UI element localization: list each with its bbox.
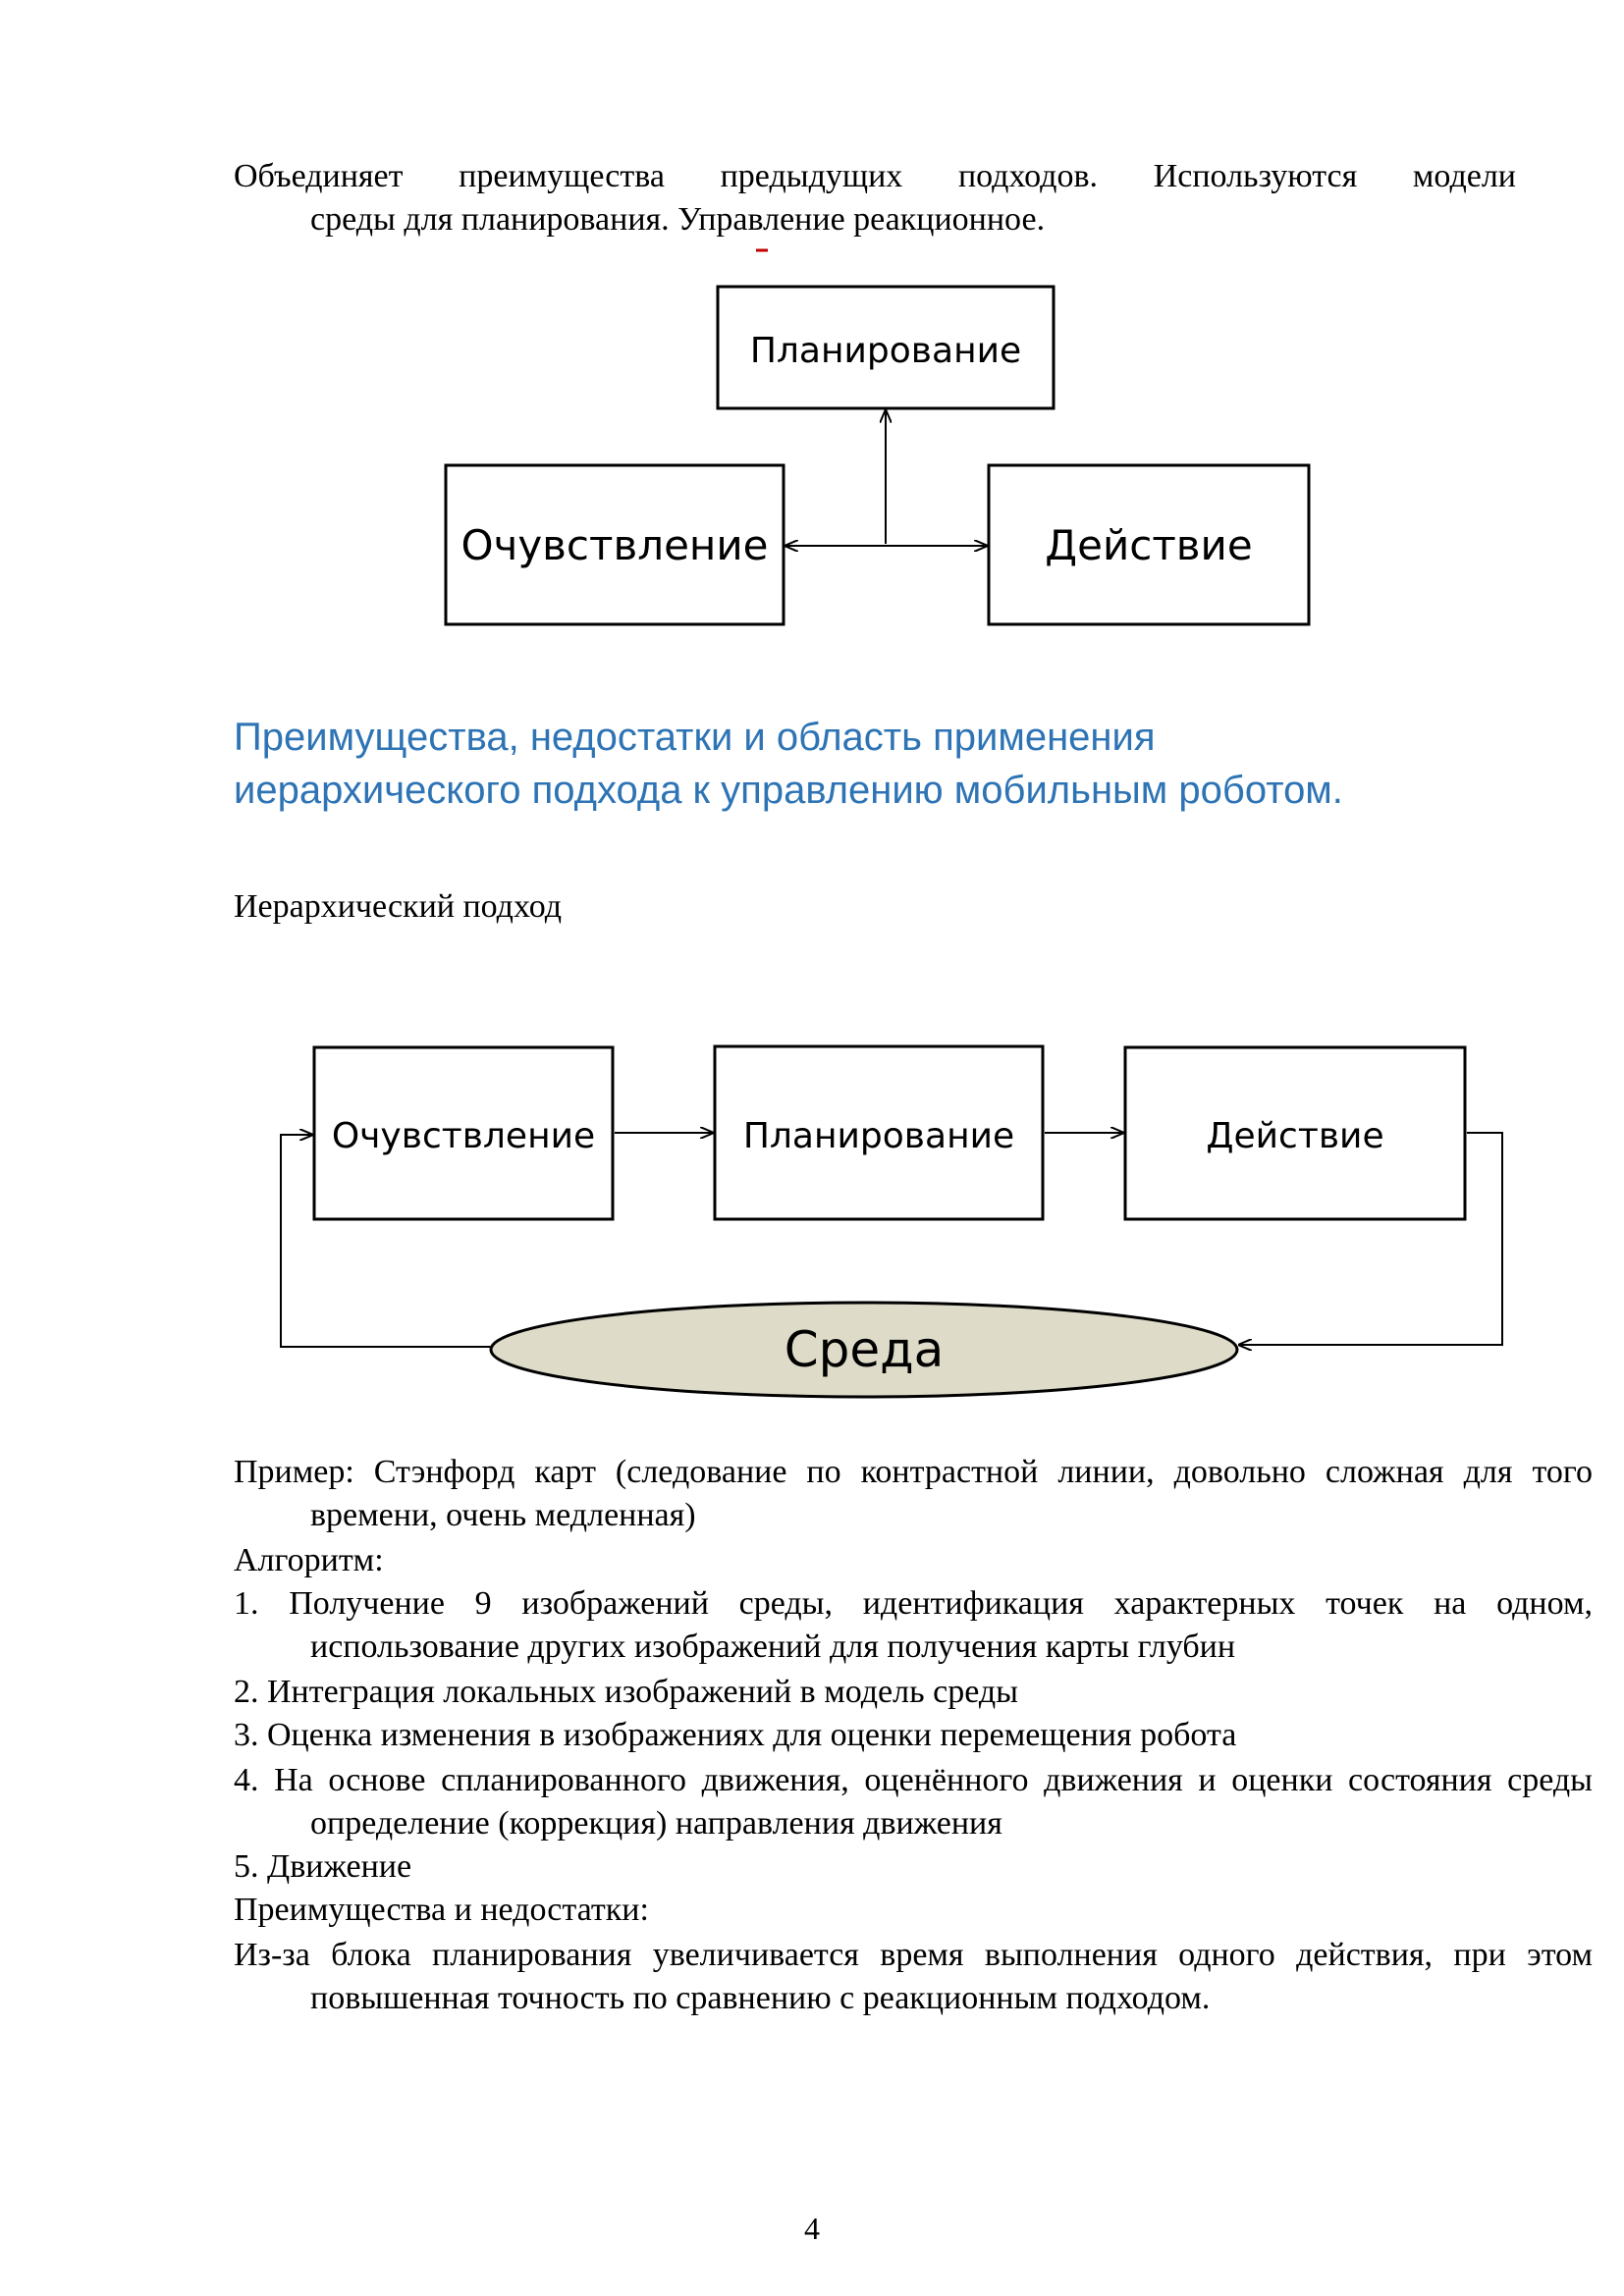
diagram-hierarchical-approach: Очувствление Планирование Действие Среда: [280, 1044, 1503, 1399]
section-heading-line-1: Преимущества, недостатки и область приме…: [234, 716, 1156, 759]
example-paragraph: Пример: Стэнфорд карт (следование по кон…: [234, 1454, 1593, 1533]
action-label: Действие: [1045, 521, 1252, 569]
h-action-label: Действие: [1206, 1116, 1383, 1156]
section-heading: Преимущества, недостатки и область приме…: [234, 711, 1530, 817]
pros-cons-title: Преимущества и недостатки:: [234, 1892, 649, 1928]
h-planning-label: Планирование: [743, 1116, 1014, 1156]
h-planning-box: [713, 1044, 1045, 1221]
hierarchical-approach-label: Иерархический подход: [234, 888, 563, 925]
sensing-box: [444, 463, 785, 626]
algorithm-step-2: 2. Интеграция локальных изображений в мо…: [234, 1674, 1018, 1710]
intro-line-1: Объединяет преимущества предыдущих подхо…: [234, 158, 1516, 194]
action-to-environment-arrow: [1239, 1132, 1503, 1345]
diagram-hybrid-approach: Планирование Очувствление Действие: [444, 248, 1311, 626]
intro-paragraph: Объединяет преимущества предыдущих подхо…: [234, 155, 1516, 241]
algorithm-step-3: 3. Оценка изменения в изображениях для о…: [234, 1717, 1237, 1753]
planning-box: [716, 285, 1056, 410]
h-sensing-label: Очувствление: [332, 1116, 595, 1156]
algorithm-step-5: 5. Движение: [234, 1848, 412, 1885]
environment-label: Среда: [785, 1321, 945, 1378]
algorithm-step-1: 1. Получение 9 изображений среды, иденти…: [234, 1585, 1593, 1665]
h-sensing-box: [312, 1045, 615, 1221]
environment-ellipse: [489, 1301, 1239, 1399]
action-box: [987, 463, 1311, 626]
intro-line-2: среды для планирования. Управление реакц…: [310, 201, 1046, 238]
page-number: 4: [804, 2211, 820, 2246]
section-heading-line-2: иерархического подхода к управлению моби…: [234, 769, 1343, 812]
planning-label: Планирование: [750, 331, 1021, 371]
environment-to-sensing-arrow: [280, 1135, 491, 1348]
h-action-box: [1123, 1045, 1467, 1221]
algorithm-title: Алгоритм:: [234, 1542, 384, 1578]
sensing-label: Очувствление: [460, 521, 768, 569]
algorithm-step-4: 4. На основе спланированного движения, о…: [234, 1762, 1593, 1842]
pros-cons-paragraph: Из-за блока планирования увеличивается в…: [234, 1937, 1593, 2016]
